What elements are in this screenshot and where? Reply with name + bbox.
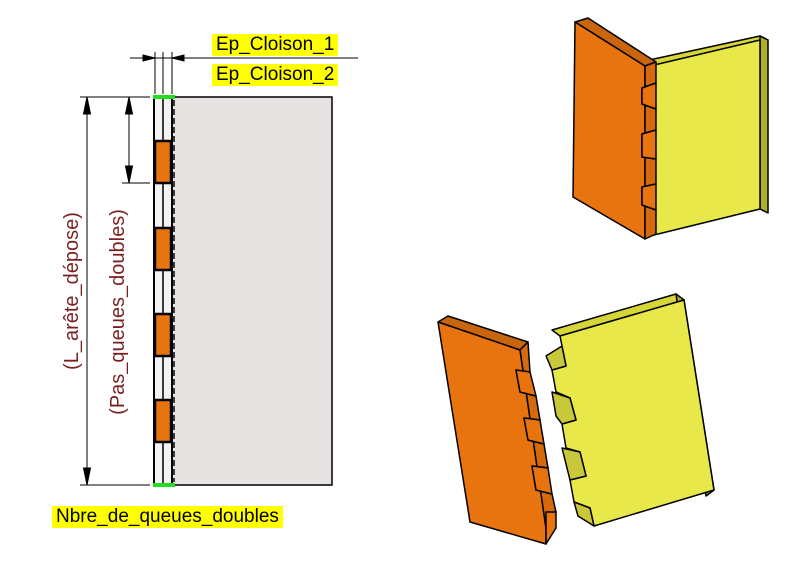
arrow-head-icon xyxy=(124,96,134,115)
tail xyxy=(153,139,173,185)
yellow-exploded-notches xyxy=(545,345,595,527)
panel-face xyxy=(154,96,333,486)
label-pas-queues-doubles: (Pas_queues_doubles) xyxy=(107,209,129,415)
thickness-dimension xyxy=(130,52,358,94)
dovetail-tails xyxy=(153,139,173,444)
arrow-head-icon xyxy=(142,54,156,62)
yellow-panel-side xyxy=(759,35,769,214)
dovetail-tails-3d xyxy=(641,82,657,211)
arrow-head-icon xyxy=(82,467,92,486)
arrow-head-icon xyxy=(82,96,92,115)
label-ep-cloison-1: Ep_Cloison_1 xyxy=(212,34,339,56)
arrow-head-icon xyxy=(124,165,134,184)
assembled-3d-view xyxy=(572,17,769,240)
tail xyxy=(153,398,173,444)
label-nbre-de-queues-doubles: Nbre_de_queues_doubles xyxy=(52,506,283,528)
exploded-3d-view xyxy=(437,293,715,545)
tail xyxy=(153,312,173,358)
yellow-exploded-face xyxy=(551,299,715,527)
pitch-dimension xyxy=(122,96,150,184)
yellow-panel-face xyxy=(639,39,761,236)
tail xyxy=(153,226,173,272)
label-l-arete-depose: (L_arête_dépose) xyxy=(61,212,83,370)
arrow-head-icon xyxy=(171,54,185,62)
label-ep-cloison-2: Ep_Cloison_2 xyxy=(212,64,339,86)
orange-exploded-tails xyxy=(515,369,557,545)
edge-length-dimension xyxy=(80,96,150,486)
technical-drawing: (L_arête_dépose) (Pas_queues_doubles) xyxy=(61,52,358,487)
